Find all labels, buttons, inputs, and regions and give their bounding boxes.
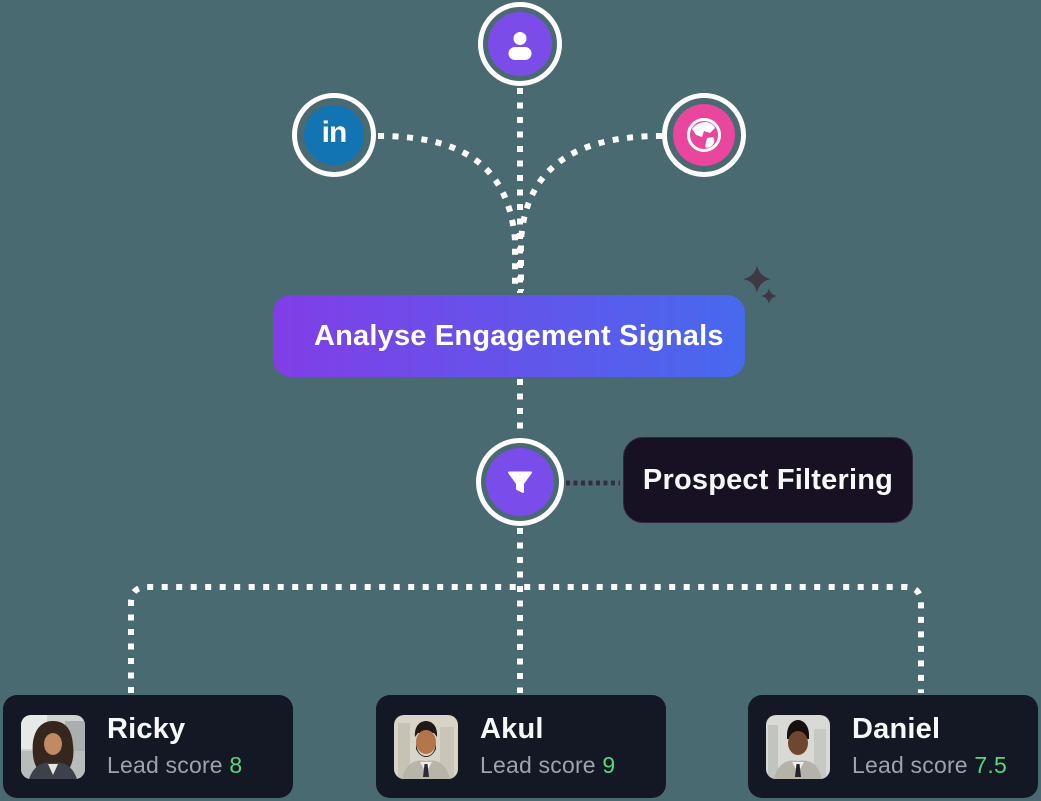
node-contact-source[interactable] [478, 2, 562, 86]
prospect-name: Akul [480, 713, 544, 746]
lead-score-label: Lead score [480, 751, 596, 778]
connector-branch-to-cards [128, 584, 924, 693]
funnel-icon [486, 448, 554, 516]
node-web-source[interactable] [662, 93, 746, 177]
connector-linkedin-to-analyse [377, 133, 518, 291]
prospect-filtering-label: Prospect Filtering [642, 463, 894, 496]
prospect-name: Daniel [852, 713, 941, 746]
lead-score-row: Lead score 7.5 [852, 752, 1007, 779]
node-linkedin-source[interactable]: in [292, 93, 376, 177]
avatar-ricky [21, 714, 85, 779]
node-prospect-filter[interactable] [476, 438, 564, 526]
prospect-card-ricky[interactable]: Ricky Lead score 8 [3, 695, 293, 798]
lead-score-label: Lead score [852, 751, 968, 778]
prospect-filtering-box[interactable]: Prospect Filtering [623, 437, 913, 523]
linkedin-glyph: in [321, 116, 348, 149]
connector-web-to-analyse [518, 133, 663, 291]
analyse-engagement-button[interactable]: Analyse Engagement Signals [273, 295, 745, 377]
avatar-daniel [766, 714, 830, 779]
globe-icon [673, 104, 735, 166]
card-text: Akul Lead score 9 [480, 713, 615, 779]
lead-score-value: 7.5 [974, 751, 1007, 778]
lead-score-label: Lead score [107, 751, 223, 778]
card-text: Ricky Lead score 8 [107, 713, 242, 779]
prospect-card-akul[interactable]: Akul Lead score 9 [376, 695, 666, 798]
avatar-akul [394, 714, 458, 779]
prospect-name: Ricky [107, 713, 186, 746]
lead-score-row: Lead score 9 [480, 752, 615, 779]
linkedin-icon: in [304, 105, 364, 165]
analyse-button-label: Analyse Engagement Signals [314, 319, 724, 352]
lead-score-row: Lead score 8 [107, 752, 242, 779]
user-icon [488, 12, 552, 76]
card-text: Daniel Lead score 7.5 [852, 713, 1007, 779]
lead-score-value: 9 [602, 751, 616, 778]
prospect-card-daniel[interactable]: Daniel Lead score 7.5 [748, 695, 1038, 798]
sparkle-icon [743, 265, 777, 304]
lead-score-value: 8 [229, 751, 243, 778]
